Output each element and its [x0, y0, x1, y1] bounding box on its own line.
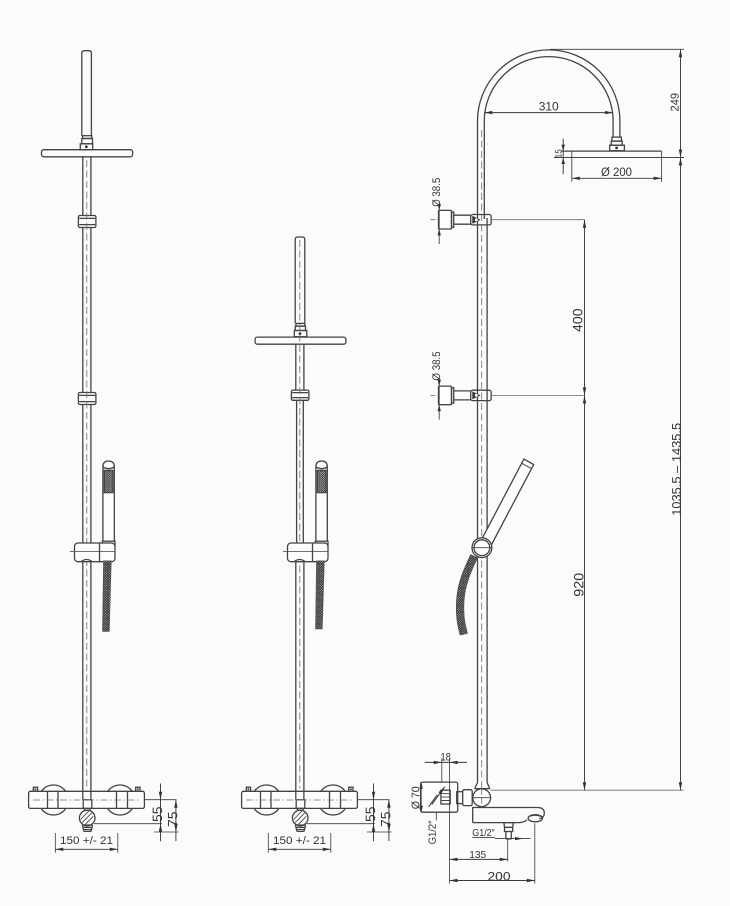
svg-text:18: 18	[440, 751, 451, 763]
svg-text:G1/2″: G1/2″	[472, 828, 495, 839]
svg-text:75: 75	[165, 812, 180, 828]
svg-text:55: 55	[363, 807, 378, 823]
svg-text:Ø 200: Ø 200	[601, 167, 632, 179]
svg-text:1035.5 – 1435.5: 1035.5 – 1435.5	[670, 423, 684, 516]
svg-text:310: 310	[539, 100, 559, 114]
svg-text:150 +/- 21: 150 +/- 21	[60, 835, 113, 847]
svg-text:920: 920	[571, 573, 586, 597]
svg-text:Ø 38.5: Ø 38.5	[431, 351, 443, 380]
svg-text:15: 15	[553, 149, 563, 158]
svg-text:249: 249	[670, 93, 682, 112]
svg-text:G1/2″: G1/2″	[427, 820, 439, 844]
svg-text:150 +/- 21: 150 +/- 21	[273, 835, 326, 847]
svg-text:55: 55	[150, 807, 165, 823]
svg-text:Ø 38.5: Ø 38.5	[431, 178, 443, 207]
svg-text:135: 135	[469, 849, 486, 861]
svg-text:75: 75	[378, 812, 393, 828]
svg-text:Ø 70: Ø 70	[410, 786, 422, 809]
svg-text:400: 400	[570, 308, 585, 332]
svg-text:200: 200	[488, 869, 511, 883]
